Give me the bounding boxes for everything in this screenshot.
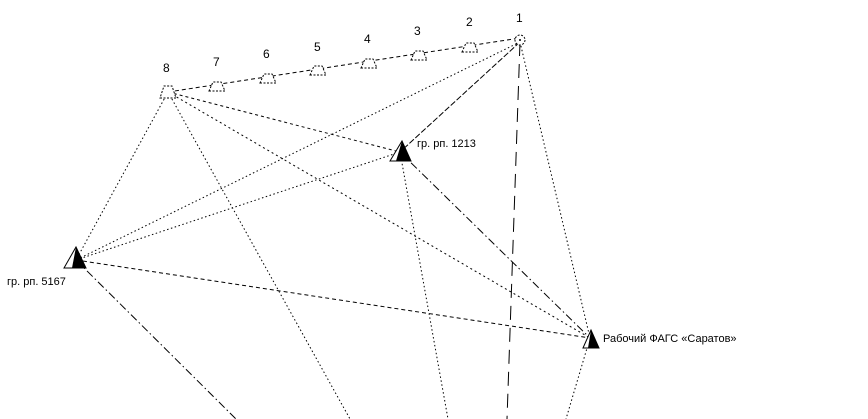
benchmark-rp1213: гр. рп. 1213	[389, 138, 476, 162]
line-fags-down	[565, 337, 591, 419]
survey-point-5: 5	[309, 40, 327, 76]
chain-line	[167, 37, 521, 93]
survey-point-2: 2	[461, 15, 479, 53]
line-p1-fags	[519, 41, 591, 339]
line-rp5167-down	[75, 259, 237, 419]
point-number-6: 6	[263, 47, 270, 61]
survey-point-8: 8	[159, 61, 177, 99]
point-number-5: 5	[314, 40, 321, 54]
survey-points: 1 2 3 4 5 6 7 8	[159, 11, 526, 99]
benchmark-label-fags: Рабочий ФАГС «Саратов»	[603, 333, 737, 345]
survey-point-4: 4	[360, 32, 378, 69]
line-p8-rp1213	[167, 91, 401, 153]
network-lines	[75, 37, 591, 419]
point-number-7: 7	[213, 55, 220, 69]
line-p1-rp1213	[399, 41, 521, 153]
line-rp1213-rp5167	[75, 151, 401, 261]
survey-point-1: 1	[514, 11, 526, 46]
line-p1-down	[506, 41, 521, 419]
point-number-2: 2	[466, 15, 473, 29]
benchmark-label-rp5167: гр. рп. 5167	[7, 276, 66, 288]
survey-point-3: 3	[410, 24, 428, 61]
line-p8-down	[167, 91, 351, 419]
point-number-1: 1	[516, 11, 523, 25]
line-rp1213-down	[399, 151, 449, 419]
survey-point-7: 7	[208, 55, 226, 92]
benchmark-label-rp1213: гр. рп. 1213	[417, 138, 476, 150]
line-rp1213-fags	[399, 151, 591, 339]
benchmarks: гр. рп. 1213 гр. рп. 5167 Рабочий ФАГС «…	[7, 138, 737, 349]
survey-point-6: 6	[259, 47, 277, 84]
line-p1-rp5167	[75, 41, 521, 261]
line-p8-fags	[167, 91, 591, 339]
benchmark-fags: Рабочий ФАГС «Саратов»	[582, 328, 737, 349]
line-p8-rp5167	[75, 91, 169, 261]
point-number-8: 8	[163, 61, 170, 75]
benchmark-rp5167: гр. рп. 5167	[7, 245, 87, 288]
point-number-3: 3	[414, 24, 421, 38]
line-rp5167-fags	[75, 259, 591, 339]
point-number-4: 4	[364, 32, 371, 46]
